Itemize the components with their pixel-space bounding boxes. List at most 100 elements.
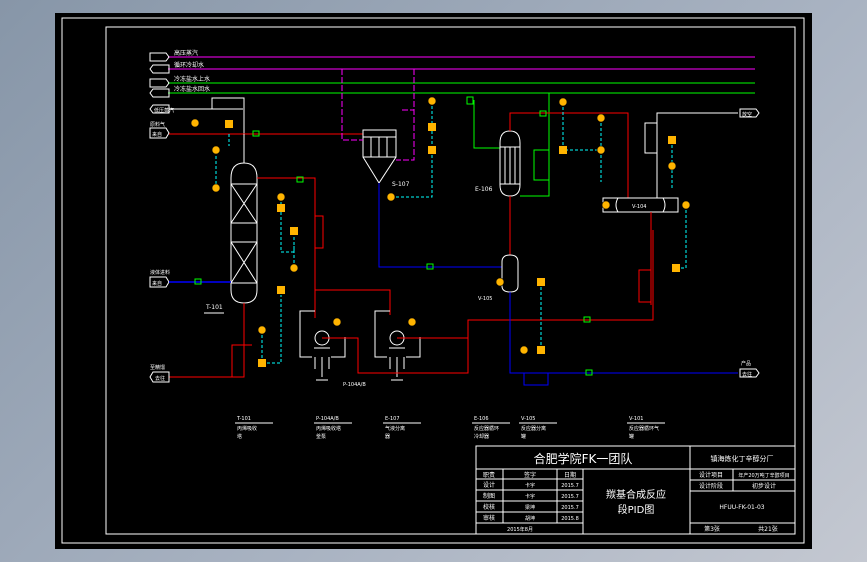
tag-arrow-in-1 [149, 52, 170, 62]
equipment-list-name: 气液分离 [385, 425, 405, 432]
instrument-bubble-icon [289, 263, 299, 273]
equipment-list-tag: P-104A/B [316, 416, 339, 422]
drum-horizontal-tag: V-104 [632, 204, 646, 210]
instrument-bubble-icon [257, 325, 267, 335]
equipment-list-name: 反应器循环气 [629, 425, 659, 432]
equipment-list-name: 丙烯吸收 [237, 425, 257, 432]
filter-tag: S-107 [392, 181, 410, 188]
tag-arrow-in-3 [149, 78, 170, 88]
instrument-bubble-icon [276, 192, 286, 202]
tb-sign: 卡宇 [525, 482, 535, 489]
instrument-bubble-icon [519, 345, 529, 355]
tb-role: 设计 [483, 481, 495, 489]
instrument-bubble-icon [332, 317, 342, 327]
pump-p104a [299, 310, 346, 381]
equipment-list-name: 冷却器 [474, 433, 489, 440]
tb-role: 审核 [483, 514, 495, 522]
filter-out-line [378, 183, 502, 268]
controller-block-icon [559, 146, 567, 154]
bottom-out-caption: 至精馏 [150, 364, 165, 371]
drawing-title-2: 段PID图 [618, 503, 655, 516]
instrument-bubble-icon [558, 97, 568, 107]
tb-role: 校核 [483, 503, 495, 511]
tb-role: 制图 [483, 492, 495, 500]
tag-arrow-out-2 [149, 64, 170, 74]
controller-block-icon [277, 204, 285, 212]
team-title: 合肥学院FK一团队 [534, 451, 633, 466]
exchanger-tag: E-106 [475, 186, 493, 193]
control-valves [194, 96, 593, 376]
drawing-title-1: 羰基合成反应 [606, 488, 666, 501]
equipment-list-tag: T-101 [236, 416, 251, 422]
controller-block-icon [672, 264, 680, 272]
instrument-bubble-icon [601, 200, 611, 210]
exchanger-e106 [499, 130, 521, 197]
signal-lines [215, 101, 687, 364]
equipment-list-name: 反应器分离 [521, 425, 546, 432]
utility-label-3: 冷冻盐水上水 [174, 75, 210, 83]
equipment-list-name: 反应器循环 [474, 425, 499, 432]
product-tag [739, 368, 760, 378]
tb-sign: 梁坤 [525, 504, 535, 511]
bottom-out-tag-text: 去往 [155, 375, 165, 382]
bottoms-line [169, 303, 252, 378]
stage-value: 初步设计 [752, 482, 776, 490]
controller-block-icon [428, 123, 436, 131]
controller-block-icon [537, 346, 545, 354]
plant-name: 镇海炼化丁辛醇分厂 [711, 454, 774, 463]
feed-gas-tag [149, 127, 170, 139]
outer-border [61, 17, 805, 544]
controller-block-icon [277, 286, 285, 294]
instrument-bubble-icon [386, 192, 396, 202]
pid-diagram: 高压蒸汽 循环冷却水 冷冻盐水上水 冷冻盐水回水 低压蒸汽 原料气 来自 T-1… [61, 17, 805, 544]
header-sign: 签字 [524, 471, 536, 479]
stage-label: 设计阶段 [699, 482, 723, 490]
drum-vertical-tag: V-105 [478, 296, 492, 302]
equipment-list-name: 丙烯吸收塔 [316, 425, 341, 432]
utility-label-4: 冷冻盐水回水 [174, 85, 210, 93]
controller-block-icon [290, 227, 298, 235]
vent-tag-text: 放空 [742, 111, 752, 118]
drum-v105 [501, 254, 519, 293]
equipment-list: T-101丙烯吸收塔P-104A/B丙烯吸收塔釜泵E-107气液分离器E-106… [235, 416, 665, 440]
equipment-list-name: 罐 [521, 433, 526, 440]
steam-tag [149, 104, 170, 114]
feed-gas-tag-text: 来自 [152, 131, 162, 138]
instrument-bubble-icon [667, 161, 677, 171]
steam-label: 低压蒸汽 [154, 107, 174, 114]
instrument-bubble-icon [211, 145, 221, 155]
controller-block-icon [258, 359, 266, 367]
tb-sign: 卡宇 [525, 493, 535, 500]
controller-block-icon [428, 146, 436, 154]
sheet-total: 共21张 [758, 525, 778, 533]
tb-date: 2015.7 [561, 483, 579, 489]
tb-date: 2015.7 [561, 494, 579, 500]
drawing-sheet: 高压蒸汽 循环冷却水 冷冻盐水上水 冷冻盐水回水 低压蒸汽 原料气 来自 T-1… [55, 13, 812, 549]
instrument-bubble-icon [596, 113, 606, 123]
instrument-bubble-icon [596, 145, 606, 155]
tb-sign: 胡坤 [525, 515, 535, 522]
product-line [509, 292, 738, 386]
equipment-list-tag: V-105 [521, 416, 535, 422]
pumps-tag: P-104A/B [343, 382, 366, 388]
feed-gas-caption: 原料气 [150, 121, 165, 128]
instrument-bubble-icon [407, 317, 417, 327]
controller-block-icon [537, 278, 545, 286]
header-date: 日期 [564, 471, 576, 479]
header-role: 职责 [483, 471, 495, 479]
tag-arrow-out-4 [149, 88, 170, 98]
instruments [190, 96, 691, 367]
instrument-bubble-icon [681, 200, 691, 210]
bottom-out-tag [149, 371, 170, 383]
instrument-bubble-icon [190, 118, 200, 128]
product-tag-text: 去往 [742, 371, 752, 378]
instrument-bubble-icon [495, 277, 505, 287]
utility-label-1: 高压蒸汽 [174, 49, 198, 57]
